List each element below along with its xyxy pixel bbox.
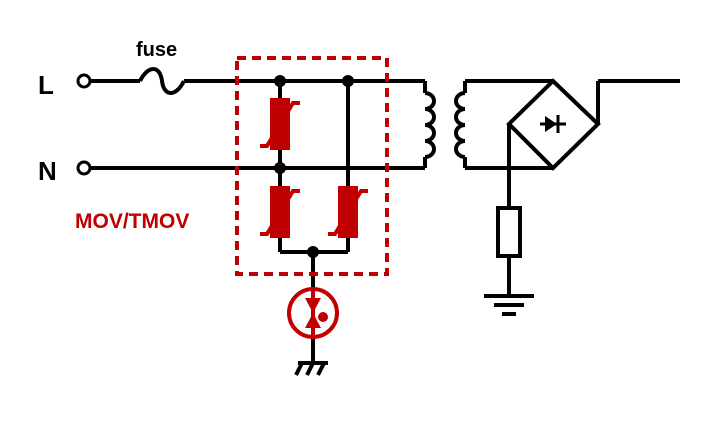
resistor-icon <box>496 206 522 258</box>
chassis-ground-icon <box>294 361 328 376</box>
neutral-wire <box>90 157 427 170</box>
varistor-icon <box>260 98 300 150</box>
varistor-icon <box>260 186 300 238</box>
mov-group-label: MOV/TMOV <box>75 210 189 233</box>
earth-ground-icon <box>484 294 534 316</box>
mov-group-box <box>235 56 389 276</box>
line-terminal-label: L <box>38 70 54 100</box>
line-terminal <box>76 73 92 89</box>
fuse-label: fuse <box>136 39 177 61</box>
line-wire <box>90 67 427 95</box>
transformer-icon <box>424 79 553 170</box>
varistor-icon <box>328 186 368 238</box>
gas-discharge-tube-icon <box>287 287 339 339</box>
fuse-symbol <box>138 67 186 95</box>
neutral-terminal <box>76 160 92 176</box>
junction-dots <box>274 75 354 258</box>
bridge-rectifier-icon <box>506 78 680 208</box>
neutral-terminal-label: N <box>38 156 57 186</box>
